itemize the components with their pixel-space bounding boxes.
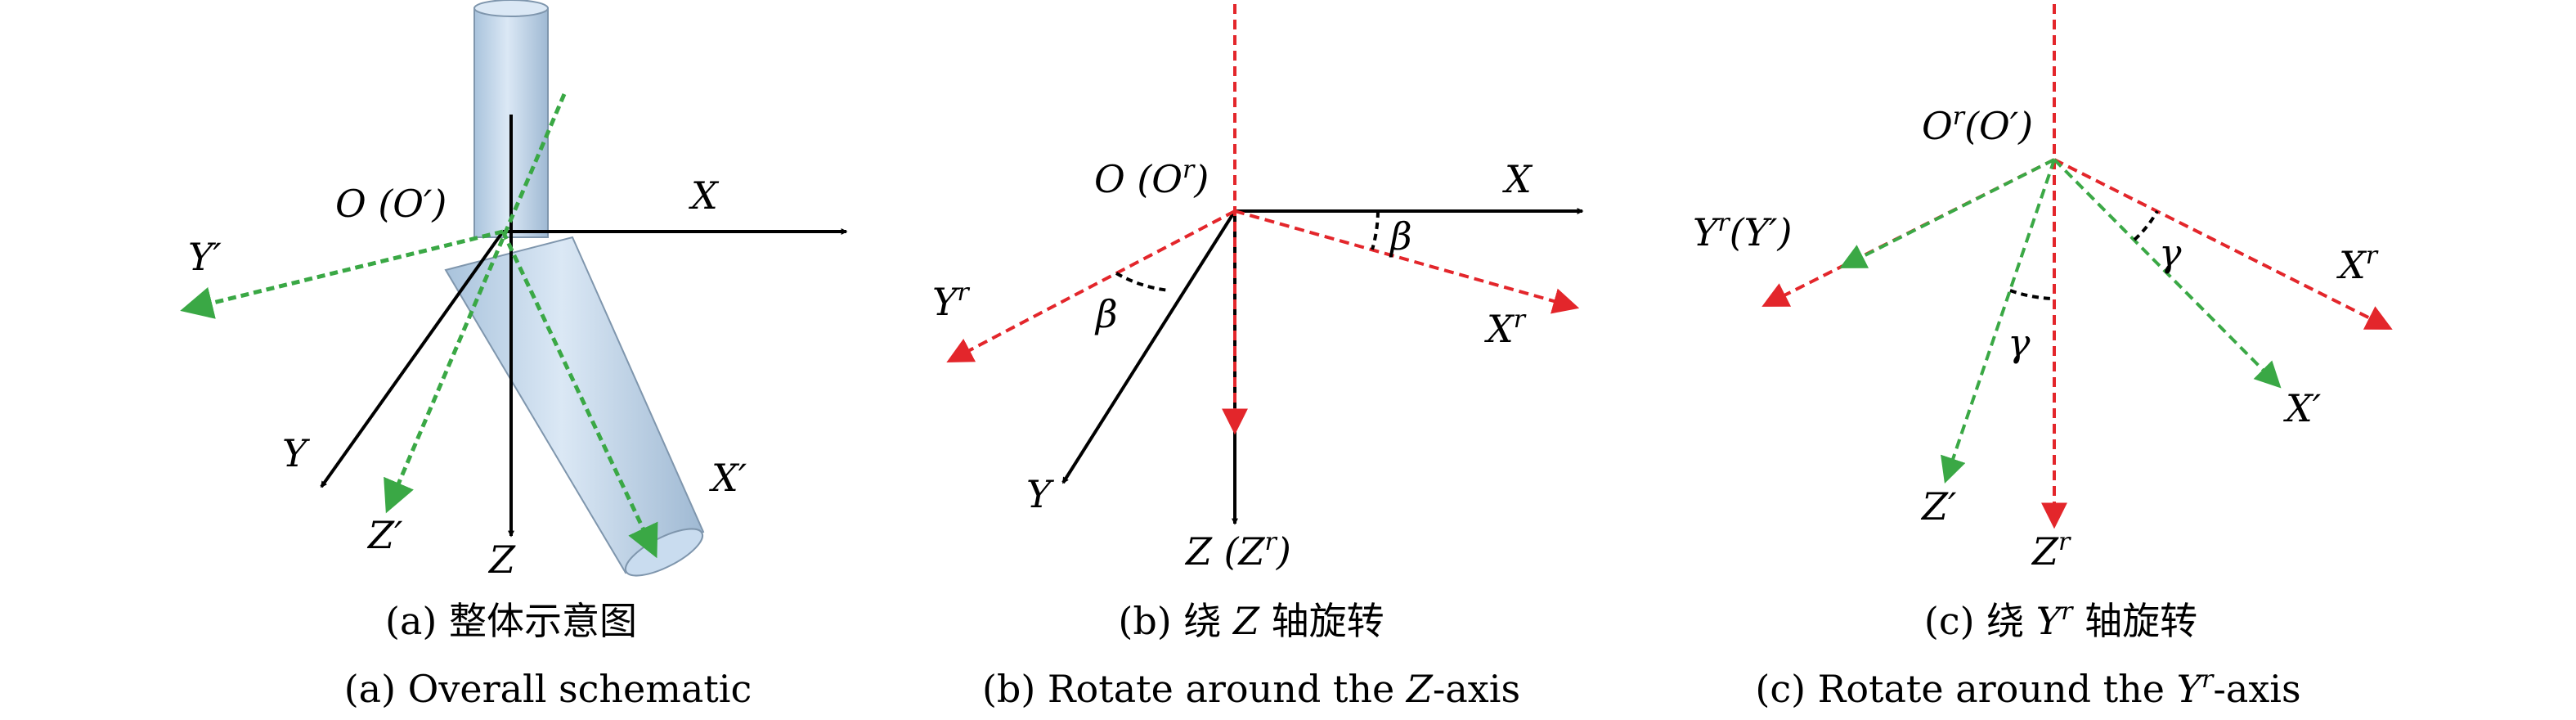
origin-label: Or(O′) bbox=[1922, 102, 2033, 148]
label-gamma-z: γ bbox=[2008, 321, 2031, 365]
caption-a-cn: (a) 整体示意图 bbox=[385, 599, 637, 643]
caption-a-en: (a) Overall schematic bbox=[344, 667, 752, 711]
caption-c-en: (c) Rotate around the Yr-axis bbox=[1755, 665, 2300, 711]
label-xp: X′ bbox=[709, 456, 747, 500]
label-x: X bbox=[1502, 157, 1533, 201]
caption-c-cn: (c) 绕 Yr 轴旋转 bbox=[1924, 597, 2197, 643]
axis-xp bbox=[500, 230, 658, 559]
angle-arc-beta-x bbox=[1371, 210, 1380, 250]
caption-b-cn: (b) 绕 Z 轴旋转 bbox=[1118, 599, 1384, 643]
label-yr: Yr bbox=[932, 278, 970, 324]
axis-xr bbox=[2053, 158, 2393, 330]
axis-zp bbox=[384, 93, 567, 514]
label-yr: Yr(Y′) bbox=[1693, 209, 1792, 254]
angle-arc-beta-y bbox=[1115, 272, 1170, 292]
label-z: Z (Zr) bbox=[1184, 528, 1291, 574]
label-beta-x: β bbox=[1389, 214, 1412, 259]
origin-label: O (O′) bbox=[335, 182, 447, 226]
label-yp: Y′ bbox=[188, 235, 222, 279]
label-zp: Z′ bbox=[1920, 484, 1957, 529]
label-zp: Z′ bbox=[366, 513, 403, 557]
label-x: X bbox=[689, 173, 720, 218]
angle-arc-gamma-x bbox=[2133, 210, 2159, 241]
axis-xr bbox=[1234, 209, 1580, 314]
caption-b-en: (b) Rotate around the Z-axis bbox=[982, 667, 1520, 711]
angle-arc-gamma-z bbox=[2009, 289, 2055, 300]
panel-b: O (Or) X Y Z (Zr) Xr Yr β β (b) 绕 Z 轴旋转 … bbox=[932, 4, 1584, 711]
tool-shape bbox=[444, 0, 705, 577]
label-xr: Xr bbox=[2336, 241, 2379, 287]
axis-yr bbox=[946, 209, 1236, 362]
label-zr: Zr bbox=[2031, 528, 2071, 574]
label-xp: X′ bbox=[2283, 386, 2322, 430]
label-y: Y bbox=[1026, 472, 1055, 516]
label-beta-y: β bbox=[1094, 292, 1118, 336]
origin-label: O (Or) bbox=[1094, 155, 1209, 201]
axis-xp bbox=[2053, 158, 2282, 389]
label-y: Y bbox=[282, 431, 311, 475]
axis-y bbox=[320, 230, 505, 488]
label-gamma-x: γ bbox=[2159, 231, 2182, 275]
panel-c: Or(O′) Yr(Y′) Xr X′ Z′ Zr γ γ (c) 绕 Yr 轴… bbox=[1693, 4, 2393, 711]
label-z: Z bbox=[487, 538, 516, 582]
axis-yp bbox=[180, 229, 504, 319]
axis-y bbox=[1061, 209, 1236, 484]
panel-a: O (O′) X Y Z X′ Y′ Z′ (a) 整体示意图 (a) Over… bbox=[180, 0, 848, 711]
axis-zp bbox=[1941, 159, 2056, 484]
label-xr: Xr bbox=[1484, 305, 1527, 351]
axis-yp bbox=[1839, 158, 2055, 268]
